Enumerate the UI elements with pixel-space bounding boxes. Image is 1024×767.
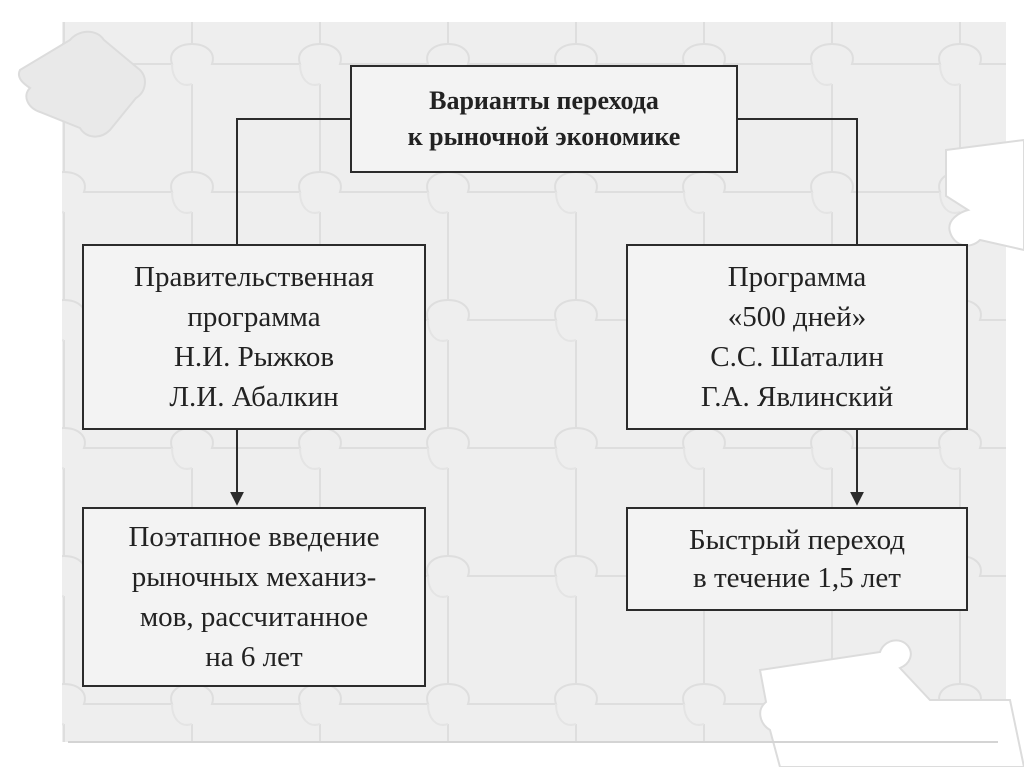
gov-line-3: Н.И. Рыжков (173, 341, 335, 373)
gov-line-1: Правительственная (134, 261, 374, 293)
p500-line-1: Программа (727, 261, 867, 293)
fast-line-1: Быстрый переход (689, 524, 905, 556)
gradual-line-1: Поэтапное введение (128, 521, 380, 553)
p500-line-3: С.С. Шаталин (710, 341, 884, 373)
gov-line-2: программа (187, 301, 321, 333)
puzzle-piece-left (18, 30, 146, 138)
bottom-rule (68, 741, 998, 743)
fast-line-2: в течение 1,5 лет (693, 562, 901, 594)
fast-transition-node: Быстрый переход в течение 1,5 лет (626, 507, 968, 611)
500-days-program-node: Программа «500 дней» С.С. Шаталин Г.А. Я… (626, 244, 968, 430)
root-node: Варианты перехода к рыночной экономике (350, 65, 738, 173)
government-program-node: Правительственная программа Н.И. Рыжков … (82, 244, 426, 430)
root-line-1: Варианты перехода (429, 86, 659, 115)
root-line-2: к рыночной экономике (407, 122, 681, 151)
puzzle-piece-bottom-right (758, 639, 1024, 767)
puzzle-piece-right (945, 138, 1024, 252)
gradual-transition-node: Поэтапное введение рыночных механиз- мов… (82, 507, 426, 687)
gradual-line-2: рыночных механиз- (131, 561, 377, 593)
gradual-line-4: на 6 лет (205, 641, 303, 673)
p500-line-4: Г.А. Явлинский (700, 381, 894, 413)
gov-line-4: Л.И. Абалкин (169, 381, 339, 413)
p500-line-2: «500 дней» (727, 301, 867, 333)
gradual-line-3: мов, рассчитанное (139, 601, 369, 633)
